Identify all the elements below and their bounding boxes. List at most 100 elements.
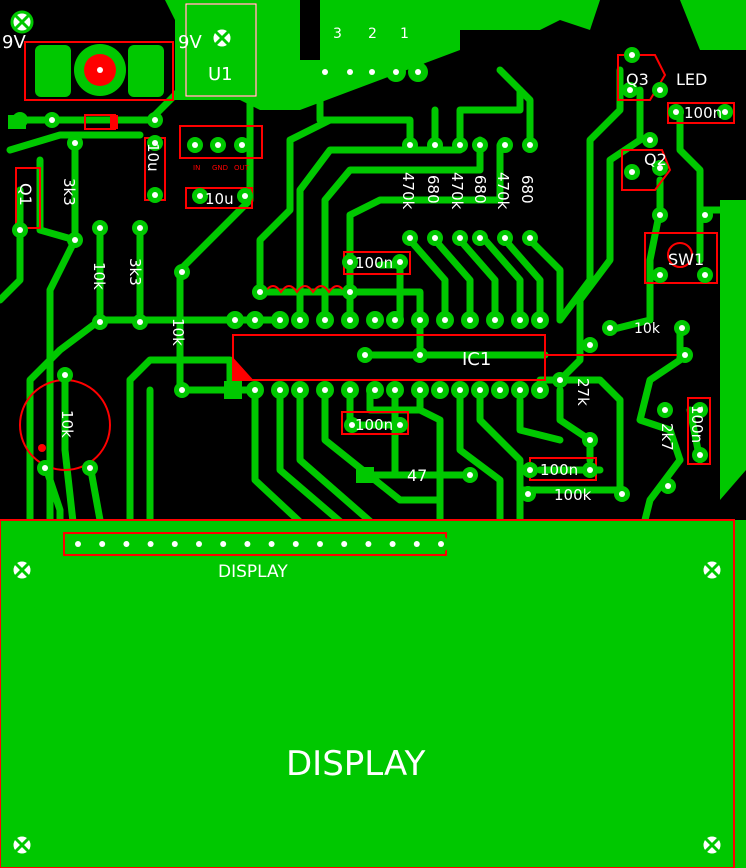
drill-hole xyxy=(393,69,399,75)
drill-hole xyxy=(722,109,728,115)
mount-hole-display-bl xyxy=(10,833,34,857)
drill-hole xyxy=(527,467,533,473)
label-r-680-b: 680 xyxy=(471,175,489,204)
label-q1: Q1 xyxy=(16,183,35,206)
pot-marker xyxy=(38,444,46,452)
drill-hole xyxy=(673,109,679,115)
drill-hole xyxy=(415,69,421,75)
sw1-actuator xyxy=(667,242,693,268)
q1-outline xyxy=(15,167,41,229)
drill-hole xyxy=(277,317,283,323)
drill-hole xyxy=(417,387,423,393)
label-header-pin1: 1 xyxy=(400,26,409,42)
drill-hole xyxy=(629,52,635,58)
drill-hole xyxy=(432,235,438,241)
drill-hole xyxy=(252,317,258,323)
drill-hole xyxy=(137,319,143,325)
drill-hole xyxy=(179,269,185,275)
label-r-10k-b: 10k xyxy=(169,318,187,346)
drill-hole xyxy=(322,387,328,393)
mount-hole-top-left xyxy=(10,10,34,34)
drill-hole xyxy=(657,212,663,218)
power-jack-outline xyxy=(24,41,174,101)
drill-hole xyxy=(244,541,251,547)
drill-hole xyxy=(252,387,258,393)
right-edge-pour xyxy=(720,200,746,500)
label-r-470k-a: 470k xyxy=(399,172,417,210)
drill-hole xyxy=(49,117,55,123)
label-c-10u-b: 10u xyxy=(205,190,234,208)
drill-hole xyxy=(152,117,158,123)
drill-hole xyxy=(607,325,613,331)
label-r-2k7: 2k7 xyxy=(658,423,676,451)
drill-hole xyxy=(665,483,671,489)
q2-outline xyxy=(621,149,672,191)
drill-hole xyxy=(417,352,423,358)
drill-hole xyxy=(657,87,663,93)
drill-hole xyxy=(392,317,398,323)
label-display-module: DISPLAY xyxy=(286,744,426,784)
label-c-10u-a: 10u xyxy=(144,143,162,172)
drill-hole xyxy=(317,541,323,547)
drill-hole xyxy=(123,541,130,547)
drill-hole xyxy=(268,541,275,547)
drill-hole xyxy=(457,387,463,393)
drill-hole xyxy=(341,541,348,547)
diode-band xyxy=(110,115,118,129)
label-r-470k-c: 470k xyxy=(494,172,512,210)
drill-hole xyxy=(702,272,708,278)
label-ic1: IC1 xyxy=(462,349,491,370)
drill-hole xyxy=(662,407,668,413)
drill-hole xyxy=(497,387,503,393)
drill-hole xyxy=(362,352,368,358)
drill-hole xyxy=(619,491,625,497)
drill-hole xyxy=(657,272,663,278)
drill-hole xyxy=(347,317,353,323)
label-r-10k-c: 10k xyxy=(634,321,661,337)
drill-hole xyxy=(397,422,403,428)
drill-hole xyxy=(42,465,48,471)
inductor-symbol xyxy=(264,285,346,294)
regulator-body xyxy=(185,3,257,97)
drill-hole xyxy=(697,452,703,458)
drill-hole xyxy=(389,541,396,547)
label-c-100n-top: 100n xyxy=(355,254,393,272)
label-header-pin3: 3 xyxy=(333,26,342,42)
c-100n-right-outline xyxy=(687,397,711,465)
drill-hole xyxy=(72,140,78,146)
mount-hole-display-tr xyxy=(700,558,724,582)
drill-hole xyxy=(407,142,413,148)
drill-hole xyxy=(97,225,103,231)
drill-hole xyxy=(369,69,375,75)
label-sw1: SW1 xyxy=(668,250,704,269)
drill-hole xyxy=(147,541,154,547)
label-reg-in: IN xyxy=(193,164,200,172)
drill-hole xyxy=(517,317,523,323)
drill-hole xyxy=(537,387,543,393)
mount-hole-regulator xyxy=(210,26,234,50)
drill-hole xyxy=(477,235,483,241)
ic1-pin1-pad xyxy=(224,381,242,399)
drill-hole xyxy=(372,387,378,393)
drill-hole xyxy=(152,140,158,146)
label-reg-gnd: GND xyxy=(212,164,228,172)
drill-hole xyxy=(220,541,227,547)
label-pot-10k: 10k xyxy=(58,410,76,438)
drill-hole xyxy=(525,491,531,497)
drill-hole xyxy=(292,541,299,547)
drill-hole xyxy=(438,541,444,547)
drill-hole xyxy=(392,387,398,393)
drill-hole xyxy=(72,237,78,243)
drill-hole xyxy=(492,317,498,323)
drill-hole xyxy=(257,289,263,295)
label-r-47: 47 xyxy=(407,466,427,485)
label-r-470k-b: 470k xyxy=(448,172,466,210)
label-display-header: DISPLAY xyxy=(218,562,288,582)
drill-hole xyxy=(413,541,420,547)
drill-hole xyxy=(587,342,593,348)
drill-hole xyxy=(629,169,635,175)
display-module-outline xyxy=(0,519,735,868)
drill-hole xyxy=(137,225,143,231)
drill-hole xyxy=(647,137,653,143)
